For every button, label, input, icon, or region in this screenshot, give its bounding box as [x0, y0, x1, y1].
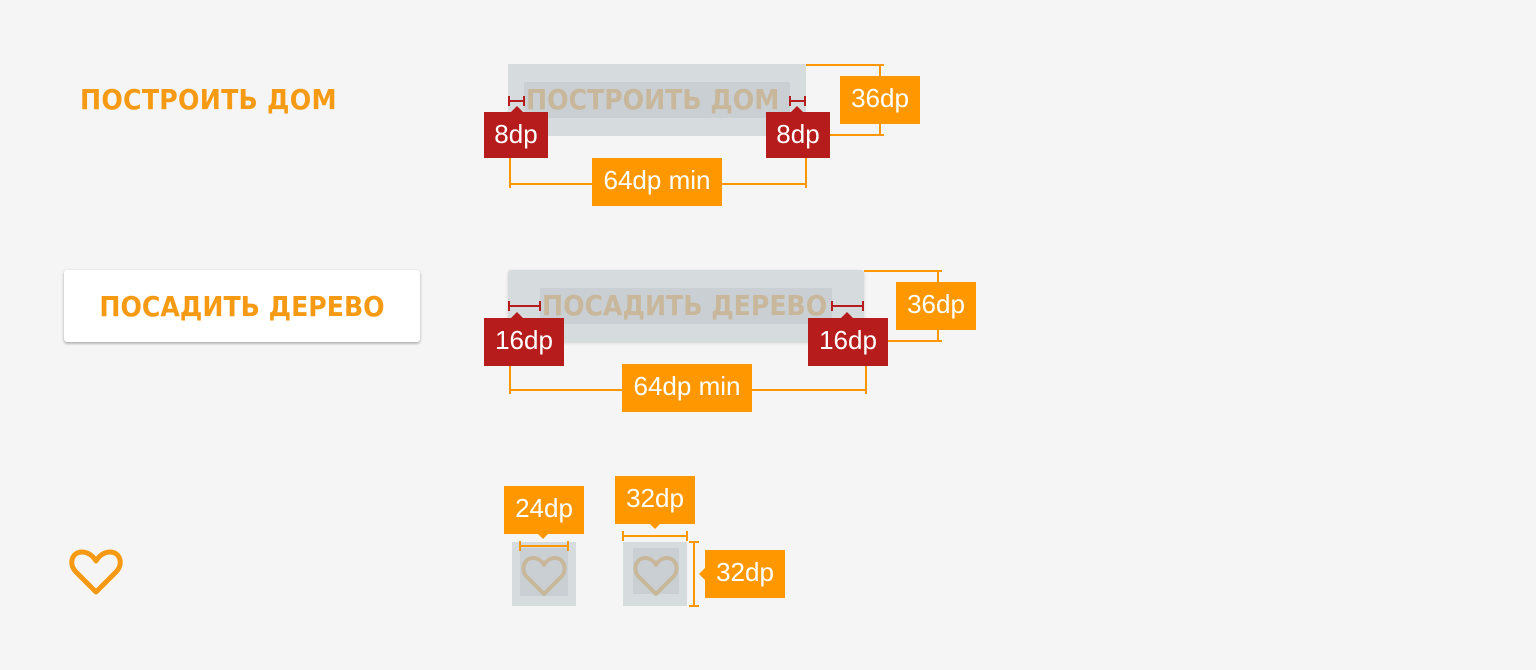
- raised-spec-ghost-label: ПОСАДИТЬ ДЕРЕВО: [542, 289, 828, 322]
- raised-height-tag: 36dp: [896, 282, 976, 330]
- heart-outline-icon: [69, 549, 123, 595]
- flat-padding-right-tag: 8dp: [766, 112, 830, 158]
- raised-padding-right-tag: 16dp: [808, 318, 888, 366]
- heart-icon-button[interactable]: [66, 544, 126, 600]
- flat-spec-content-area: [524, 82, 790, 118]
- raised-min-width-tag: 64dp min: [622, 364, 752, 412]
- plant-tree-button-label: ПОСАДИТЬ ДЕРЕВО: [99, 289, 385, 323]
- flat-min-width-tag: 64dp min: [592, 158, 722, 206]
- raised-padding-left-tag: 16dp: [484, 318, 564, 366]
- icon-target-width-tag: 32dp: [615, 476, 695, 524]
- icon-spec-icon-area-32: [633, 548, 679, 594]
- icon-target-height-tag: 32dp: [705, 550, 785, 598]
- flat-height-tag: 36dp: [840, 76, 920, 124]
- raised-spec-content-area: [540, 288, 832, 324]
- plant-tree-button[interactable]: ПОСАДИТЬ ДЕРЕВО: [64, 270, 420, 342]
- icon-size-tag: 24dp: [504, 486, 584, 534]
- flat-padding-left-tag: 8dp: [484, 112, 548, 158]
- icon-spec-icon-area-24: [520, 548, 568, 596]
- build-house-button[interactable]: ПОСТРОИТЬ ДОМ: [80, 80, 337, 120]
- flat-spec-ghost-label: ПОСТРОИТЬ ДОМ: [526, 83, 780, 116]
